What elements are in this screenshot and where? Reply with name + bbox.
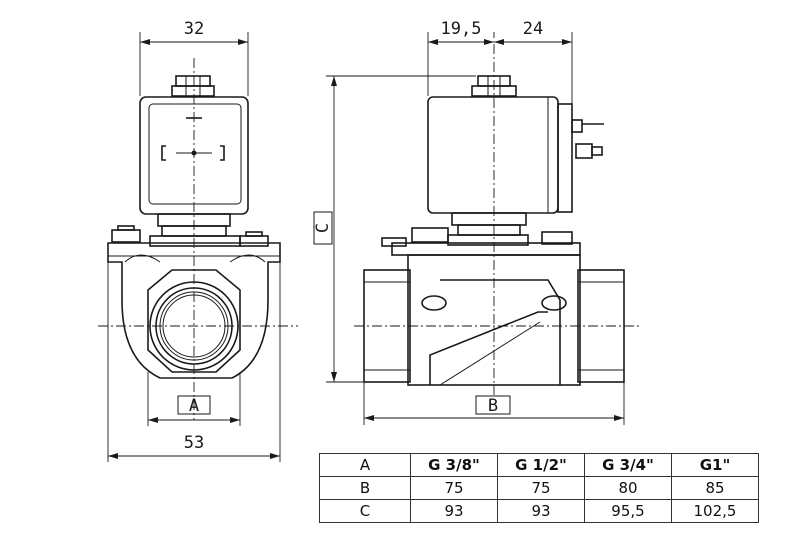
table-cell: A [319,453,411,477]
table-cell: 80 [584,476,672,500]
table-cell: 95,5 [584,499,672,523]
table-cell: 102,5 [671,499,759,523]
dim-b-label: B [488,396,498,416]
table-cell: 93 [497,499,585,523]
table-row: B 75 75 80 85 [319,476,759,500]
table-cell: 93 [410,499,498,523]
dim-19-5-label: 19,5 [441,19,482,39]
table-header-row: A G 3/8" G 1/2" G 3/4" G1" [319,453,759,477]
table-cell: 75 [497,476,585,500]
table-cell: G 3/8" [410,453,498,477]
table-cell: G 3/4" [584,453,672,477]
table-cell: C [319,499,411,523]
dimension-table: A G 3/8" G 1/2" G 3/4" G1" B 75 75 80 85… [319,453,759,523]
dim-24-label: 24 [523,19,543,39]
dim-a-label: A [189,396,199,416]
table-cell: 75 [410,476,498,500]
table-cell: B [319,476,411,500]
front-view [98,32,298,462]
table-cell: G1" [671,453,759,477]
dim-c-label: C [313,223,333,233]
dim-53-label: 53 [184,433,204,453]
table-row: C 93 93 95,5 102,5 [319,499,759,523]
table-cell: 85 [671,476,759,500]
table-cell: G 1/2" [497,453,585,477]
dim-32-label: 32 [184,19,204,39]
side-view [313,32,640,425]
